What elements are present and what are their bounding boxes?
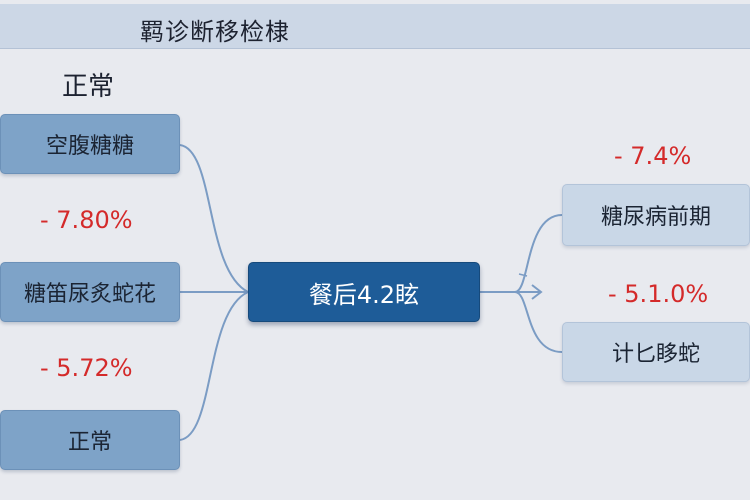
header-bar: 羁诊断移检棣: [0, 4, 750, 49]
left-node-middle: 糖笛尿炙蛇花: [0, 262, 180, 322]
left-value-bottom: - 5.72%: [40, 354, 133, 382]
connector-left-bottom: [179, 291, 249, 441]
connector-tick-mark: [518, 273, 528, 277]
connector-right-top: [514, 214, 563, 293]
left-node-normal: 正常: [0, 410, 180, 470]
connector-right-bottom: [514, 291, 563, 353]
left-node-label: 正常: [67, 430, 112, 455]
right-value-top: - 7.4%: [614, 142, 692, 170]
left-node-label: 空腹糖糖: [45, 134, 134, 159]
connector-left-top: [179, 144, 249, 293]
center-node: 餐后4.2眩: [248, 262, 480, 322]
section-label: 正常: [62, 72, 115, 102]
center-node-label: 餐后4.2眩: [308, 280, 420, 309]
left-node-fasting: 空腹糖糖: [0, 114, 180, 174]
left-node-label: 糖笛尿炙蛇花: [23, 282, 156, 307]
right-node-prediabetes: 糖尿病前期: [562, 184, 750, 246]
page-title: 羁诊断移检棣: [140, 18, 290, 46]
left-value-top: - 7.80%: [40, 206, 133, 234]
arrow-head-icon: [531, 284, 543, 300]
right-node-label: 计匕眵蛇: [611, 342, 700, 367]
right-node-label: 糖尿病前期: [600, 205, 711, 230]
right-value-bottom: - 5.1.0%: [608, 280, 709, 308]
right-node-bottom: 计匕眵蛇: [562, 322, 750, 382]
